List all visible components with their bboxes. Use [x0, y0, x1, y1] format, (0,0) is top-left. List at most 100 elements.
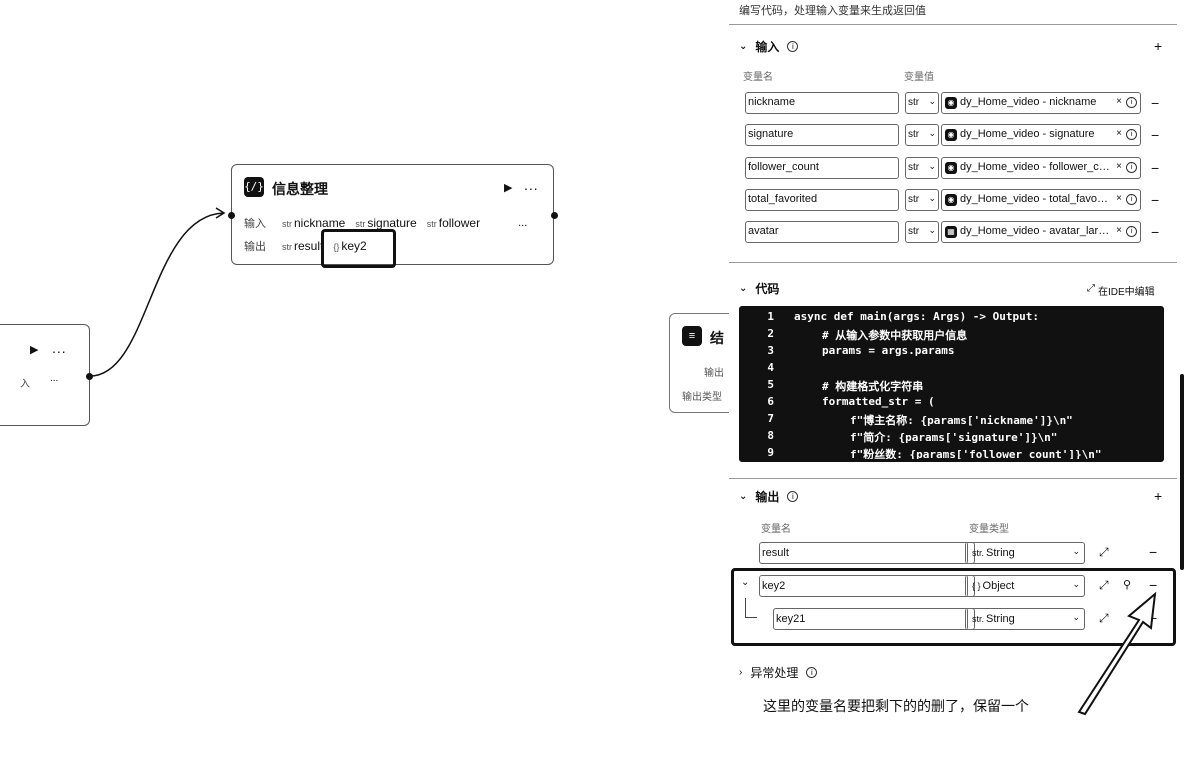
- chevron-down-icon: ⌄: [1072, 546, 1080, 556]
- annotation-arrow: [1077, 591, 1157, 716]
- remove-output-icon[interactable]: −: [1149, 577, 1158, 593]
- clear-icon[interactable]: ×: [1116, 128, 1122, 139]
- info-icon: i: [787, 491, 799, 502]
- input-type-select[interactable]: str⌄: [905, 92, 939, 114]
- input-ref-select[interactable]: ▦dy_Home_video - avatar_larger×i: [941, 221, 1141, 243]
- clear-icon[interactable]: ×: [1116, 96, 1122, 107]
- output-var-name[interactable]: key21: [773, 608, 975, 630]
- expand-icon[interactable]: ⤢: [1099, 578, 1109, 592]
- clear-icon[interactable]: ×: [1116, 225, 1122, 236]
- output-type-select[interactable]: str.String⌄: [965, 608, 1085, 630]
- more-inputs: ...: [518, 217, 528, 229]
- more-icon[interactable]: ...: [52, 340, 67, 356]
- input-type-select[interactable]: str⌄: [905, 124, 939, 146]
- output-row: result str.String⌄ ⤢ −: [745, 542, 1165, 564]
- inputs-title: 输入: [755, 40, 780, 54]
- output-type-select[interactable]: { }Object⌄: [965, 575, 1085, 597]
- col-var-name: 变量名: [761, 524, 791, 535]
- input-type-select[interactable]: str⌄: [905, 157, 939, 179]
- input-ref-select[interactable]: ◉dy_Home_video - total_favorited×i: [941, 189, 1141, 211]
- outputs-label: 输出: [244, 241, 266, 253]
- remove-input-icon[interactable]: −: [1151, 95, 1160, 111]
- exception-section-header[interactable]: › 异常处理 i: [739, 664, 818, 681]
- input-ref-select[interactable]: ◉dy_Home_video - follower_count×i: [941, 157, 1141, 179]
- col-var-name: 变量名: [743, 72, 773, 83]
- upstream-node[interactable]: ▶ ... 入 ...: [0, 324, 93, 426]
- input-var-name[interactable]: nickname: [745, 92, 899, 114]
- chevron-down-icon[interactable]: ⌄: [739, 491, 748, 502]
- outputs-title: 输出: [755, 490, 780, 504]
- input-row: follower_count str⌄ ◉dy_Home_video - fol…: [745, 157, 1165, 179]
- node-ref-icon: ◉: [945, 97, 957, 109]
- col-var-value: 变量值: [904, 72, 934, 83]
- inputs-label: 输入: [244, 218, 266, 230]
- expand-icon[interactable]: ⤢: [1099, 545, 1109, 559]
- input-port[interactable]: [228, 212, 235, 219]
- code-node-icon: {/}: [244, 177, 264, 197]
- input-row: nickname str⌄ ◉dy_Home_video - nickname×…: [745, 92, 1165, 114]
- input-var-name[interactable]: signature: [745, 124, 899, 146]
- output-var-name[interactable]: key2: [759, 575, 975, 597]
- chevron-down-icon: ⌄: [928, 161, 936, 171]
- info-icon: i: [1126, 226, 1137, 237]
- more-icon[interactable]: ...: [524, 177, 539, 193]
- input-row: total_favorited str⌄ ◉dy_Home_video - to…: [745, 189, 1165, 211]
- output-port[interactable]: [86, 373, 93, 380]
- input-ref-select[interactable]: ◉dy_Home_video - signature×i: [941, 124, 1141, 146]
- node-input-label: 入: [20, 379, 30, 390]
- output-var-name[interactable]: result: [759, 542, 975, 564]
- inputs-section-header[interactable]: ⌄ 输入 i: [739, 38, 799, 55]
- output-port[interactable]: [551, 212, 558, 219]
- output-row: ⌄ key2 { }Object⌄ ⤢ ⚲ −: [739, 575, 1159, 597]
- input-type-select[interactable]: str⌄: [905, 189, 939, 211]
- node-output-label: 输出: [704, 368, 724, 379]
- remove-input-icon[interactable]: −: [1151, 224, 1160, 240]
- highlight-box-output: [731, 568, 1176, 646]
- code-section-header[interactable]: ⌄ 代码: [739, 280, 779, 297]
- input-type-select[interactable]: str⌄: [905, 221, 939, 243]
- add-input-icon[interactable]: +: [1154, 38, 1163, 54]
- node-ref-icon: ◉: [945, 129, 957, 141]
- input-var-name[interactable]: follower_count: [745, 157, 899, 179]
- add-child-icon[interactable]: ⚲: [1123, 579, 1132, 591]
- chevron-down-icon[interactable]: ⌄: [739, 41, 748, 52]
- code-node-config-panel: 编写代码，处理输入变量来生成返回值 ⌄ 输入 i + 变量名 变量值 nickn…: [729, 0, 1177, 760]
- run-icon[interactable]: ▶: [30, 344, 39, 356]
- clear-icon[interactable]: ×: [1116, 161, 1122, 172]
- add-output-icon[interactable]: +: [1154, 488, 1163, 504]
- input-ref-select[interactable]: ◉dy_Home_video - nickname×i: [941, 92, 1141, 114]
- end-node-icon: ≡: [682, 326, 702, 346]
- run-icon[interactable]: ▶: [504, 182, 513, 194]
- input-row: signature str⌄ ◉dy_Home_video - signatur…: [745, 124, 1165, 146]
- output-type-select[interactable]: str.String⌄: [965, 542, 1085, 564]
- outputs-section-header[interactable]: ⌄ 输出 i: [739, 488, 799, 505]
- remove-input-icon[interactable]: −: [1151, 127, 1160, 143]
- remove-output-icon[interactable]: −: [1149, 544, 1158, 560]
- collapse-chevron-icon[interactable]: ⌄: [741, 577, 750, 588]
- edit-in-ide-link[interactable]: ⤢ 在IDE中编辑: [1087, 283, 1155, 298]
- output-tag: {}key2: [333, 239, 367, 253]
- clear-icon[interactable]: ×: [1116, 193, 1122, 204]
- chevron-right-icon[interactable]: ›: [739, 667, 743, 678]
- remove-input-icon[interactable]: −: [1151, 160, 1160, 176]
- expand-icon[interactable]: ⤢: [1099, 611, 1109, 625]
- chevron-down-icon[interactable]: ⌄: [739, 283, 748, 294]
- highlight-box-key2: [321, 229, 396, 268]
- remove-input-icon[interactable]: −: [1151, 192, 1160, 208]
- panel-scrollbar[interactable]: [1180, 374, 1184, 570]
- input-var-name[interactable]: total_favorited: [745, 189, 899, 211]
- input-var-name[interactable]: avatar: [745, 221, 899, 243]
- chevron-down-icon: ⌄: [1072, 612, 1080, 622]
